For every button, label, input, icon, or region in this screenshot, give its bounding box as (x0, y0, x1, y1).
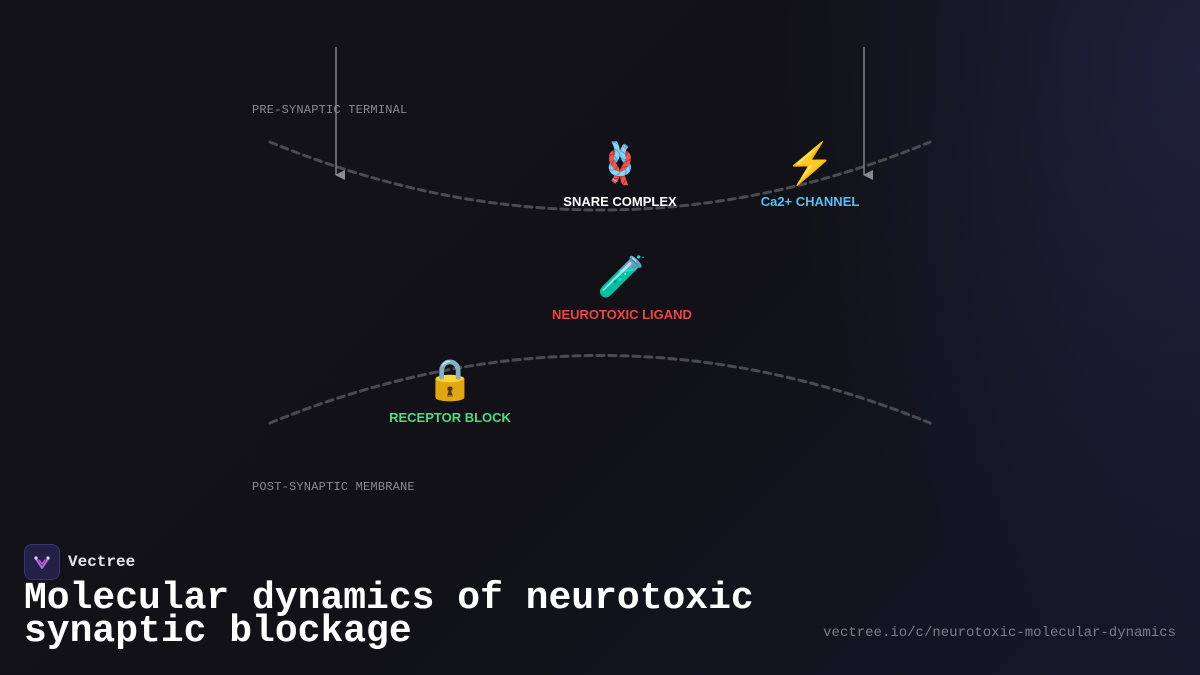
ca-channel-node: ⚡ Ca2+ CHANNEL (761, 140, 860, 209)
test-tube-icon: 🧪 (597, 255, 647, 299)
source-url[interactable]: vectree.io/c/neurotoxic-molecular-dynami… (823, 625, 1176, 641)
neurotoxic-ligand-label: NEUROTOXIC LIGAND (552, 307, 692, 322)
post-synaptic-membrane-label: POST-SYNAPTIC MEMBRANE (252, 480, 415, 494)
post-synaptic-membrane (268, 354, 932, 425)
lock-icon: 🔒 (425, 358, 475, 402)
ca-channel-label: Ca2+ CHANNEL (760, 194, 860, 209)
page-title: Molecular dynamics of neurotoxic synapti… (24, 577, 754, 653)
knot-icon: 🪢 (595, 142, 645, 186)
brand[interactable]: Vectree (24, 544, 135, 580)
brand-name: Vectree (68, 553, 136, 571)
snare-complex-node: 🪢 SNARE COMPLEX (563, 140, 676, 209)
receptor-block-node: 🔒 RECEPTOR BLOCK (389, 356, 511, 425)
pre-synaptic-terminal-label: PRE-SYNAPTIC TERMINAL (252, 103, 408, 117)
lightning-icon: ⚡ (785, 142, 835, 186)
vectree-logo-icon (24, 544, 60, 580)
receptor-block-label: RECEPTOR BLOCK (389, 410, 511, 425)
snare-complex-label: SNARE COMPLEX (563, 194, 677, 209)
pre-synaptic-membrane (268, 140, 932, 212)
neurotoxic-ligand-node: 🧪 NEUROTOXIC LIGAND (552, 253, 692, 322)
